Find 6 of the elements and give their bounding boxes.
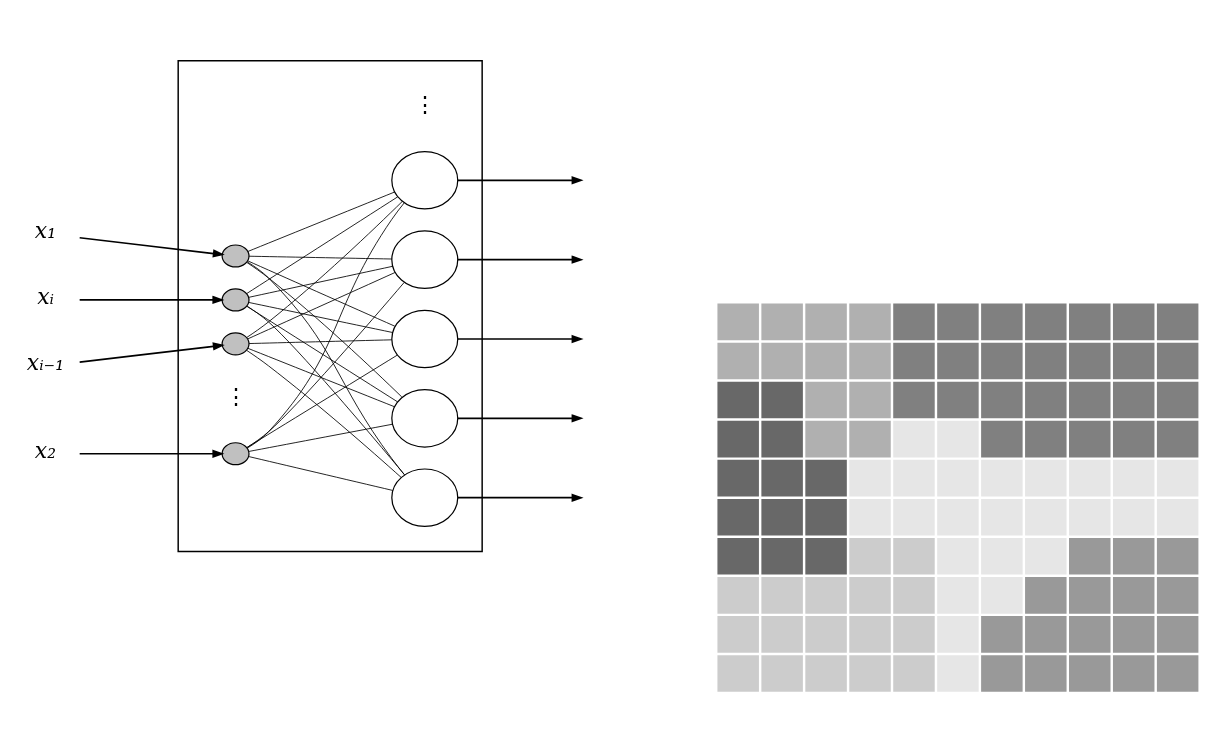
- node-text: xᵢ: [37, 283, 54, 309]
- node-text: x₁: [34, 217, 56, 243]
- node-text: xᵢ₋₁: [26, 349, 65, 375]
- label: ⋮: [224, 383, 247, 409]
- node-text: x₂: [34, 437, 56, 463]
- label: ⋮: [413, 91, 436, 117]
